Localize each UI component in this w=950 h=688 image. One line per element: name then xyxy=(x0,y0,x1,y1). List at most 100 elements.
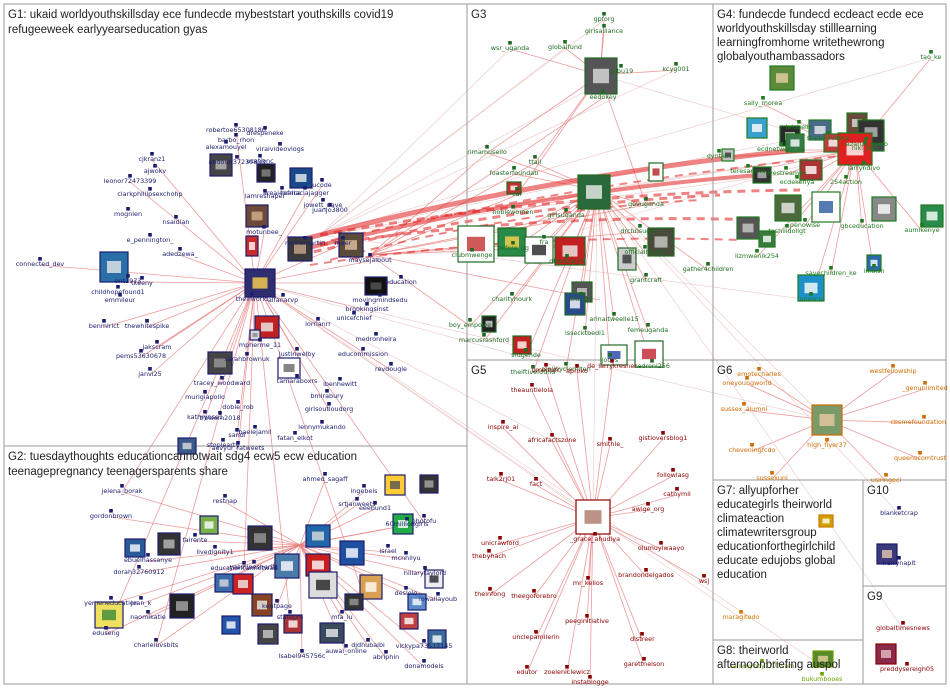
node[interactable]: justinwelby xyxy=(278,347,315,358)
node-avatar[interactable] xyxy=(256,163,276,183)
node-avatar[interactable] xyxy=(289,167,313,189)
node[interactable]: smithle_ xyxy=(597,437,625,448)
node[interactable]: deslolo xyxy=(395,586,418,597)
node[interactable]: lsrael xyxy=(379,544,397,555)
node[interactable]: sussexuni xyxy=(756,471,788,482)
node-avatar[interactable] xyxy=(866,254,882,272)
node-avatar[interactable] xyxy=(876,543,898,565)
node-avatar[interactable] xyxy=(251,593,273,617)
node[interactable]: brandondelgados xyxy=(618,568,675,579)
node[interactable]: maragitedo xyxy=(723,610,760,621)
node[interactable]: stoplearty xyxy=(207,438,240,449)
node[interactable]: murigiapollo xyxy=(185,390,225,401)
node[interactable]: theirworld xyxy=(236,292,269,303)
node[interactable]: grantcraft xyxy=(630,273,662,284)
node[interactable]: teresamwo xyxy=(730,164,766,175)
node-avatar[interactable] xyxy=(875,643,897,665)
node[interactable]: ttail xyxy=(529,155,542,166)
node-avatar[interactable] xyxy=(364,276,388,296)
node[interactable]: tamaraboxrs xyxy=(277,374,318,385)
node[interactable]: diakstop10 xyxy=(549,254,585,265)
node[interactable]: zoeleniclewicz xyxy=(544,665,591,676)
node[interactable]: de_larrykresner xyxy=(587,359,637,370)
node[interactable]: edutor xyxy=(516,665,538,676)
node[interactable]: nicolemartin xyxy=(285,236,325,247)
node[interactable]: charleluvsbits xyxy=(134,638,179,649)
node-avatar[interactable] xyxy=(424,569,444,589)
node[interactable]: auwal_online xyxy=(325,644,367,655)
node[interactable]: djdhubaibi xyxy=(351,638,385,649)
node[interactable]: wsr_uganda xyxy=(491,41,530,52)
node[interactable]: trewern2018 xyxy=(200,411,241,422)
node[interactable]: aumikenye xyxy=(904,223,940,234)
node[interactable]: savechildren_ke xyxy=(805,266,857,277)
node-avatar[interactable] xyxy=(774,194,802,222)
node[interactable]: fact xyxy=(530,477,543,488)
node[interactable]: statehouseke xyxy=(807,131,850,142)
node[interactable]: ebuelhassanye xyxy=(124,553,172,564)
node-avatar[interactable] xyxy=(157,532,181,556)
node-avatar[interactable] xyxy=(99,251,129,283)
node[interactable]: bukumbooes xyxy=(801,672,843,683)
node[interactable]: cathymil xyxy=(663,487,691,498)
node-avatar[interactable] xyxy=(207,351,233,375)
node[interactable]: donamodels xyxy=(404,659,444,670)
node-avatar[interactable] xyxy=(177,437,197,455)
node-avatar[interactable] xyxy=(209,153,233,177)
node[interactable]: ecdnetwork_ke xyxy=(757,142,805,153)
node[interactable]: oneyoungworld xyxy=(722,376,772,387)
node[interactable]: ont1973 xyxy=(115,274,142,285)
node-avatar[interactable] xyxy=(344,593,364,611)
node-avatar[interactable] xyxy=(257,623,279,645)
node[interactable]: officialhadad xyxy=(624,245,666,256)
node[interactable]: realjoyclemiten xyxy=(541,362,591,373)
node-avatar[interactable] xyxy=(736,216,760,240)
node[interactable]: globalfund xyxy=(548,40,582,51)
node[interactable]: educationcannotwait xyxy=(210,561,278,572)
node-avatar[interactable] xyxy=(407,593,427,611)
node[interactable]: wsj xyxy=(699,574,710,585)
node[interactable]: tao_ke xyxy=(921,50,942,61)
node[interactable]: inspire_ai xyxy=(488,420,519,431)
node[interactable]: kedroni256 xyxy=(634,359,670,370)
node[interactable]: livedignity1 xyxy=(196,545,234,556)
node[interactable]: childhopefound1 xyxy=(91,285,145,296)
node-avatar[interactable] xyxy=(797,274,825,302)
node-avatar[interactable] xyxy=(169,593,195,619)
node[interactable]: fairente xyxy=(183,533,208,544)
node[interactable]: kentpage xyxy=(262,599,292,610)
node-avatar[interactable] xyxy=(274,553,300,579)
node[interactable]: unicrawford xyxy=(481,536,519,547)
node[interactable]: mfa_lu xyxy=(331,610,353,621)
node-avatar[interactable] xyxy=(214,573,234,593)
node-avatar[interactable] xyxy=(305,553,331,577)
node[interactable]: revdougle xyxy=(375,362,407,373)
node[interactable]: tashilidoligt xyxy=(768,224,806,235)
node[interactable]: clarkphillipsexchohp xyxy=(117,187,183,198)
node[interactable]: hillarytaylord xyxy=(404,566,446,577)
node[interactable]: eedokey xyxy=(589,90,617,101)
node-avatar[interactable] xyxy=(785,133,805,153)
node[interactable]: gistloversblog1 xyxy=(639,431,688,442)
node-avatar[interactable] xyxy=(812,650,834,668)
node[interactable]: lorrianrr xyxy=(305,317,331,328)
node[interactable]: usinngeci xyxy=(871,473,902,484)
node[interactable]: theauntielola xyxy=(511,383,553,394)
node[interactable]: alfanarvp xyxy=(268,293,298,304)
node[interactable]: ucationc xyxy=(246,154,274,165)
node-avatar[interactable] xyxy=(577,174,611,210)
node[interactable]: fra xyxy=(540,235,549,246)
node[interactable]: peeginitiative xyxy=(565,614,609,625)
node[interactable]: sally_morea xyxy=(744,96,782,107)
node[interactable]: sussex_alumni xyxy=(721,402,768,413)
node[interactable]: arinaitweelle15 xyxy=(589,312,639,323)
node[interactable]: thebyhach xyxy=(472,549,506,560)
node[interactable]: penowise xyxy=(790,218,820,229)
node[interactable]: jelena_borak xyxy=(101,484,143,495)
node[interactable]: brookingsinst xyxy=(346,302,389,313)
node[interactable]: charityhourk xyxy=(492,292,533,303)
node[interactable]: fatan_elkot xyxy=(277,431,313,442)
node[interactable]: restnap xyxy=(213,494,237,505)
node-avatar[interactable] xyxy=(554,236,586,266)
node[interactable]: ajwokv xyxy=(144,164,167,175)
